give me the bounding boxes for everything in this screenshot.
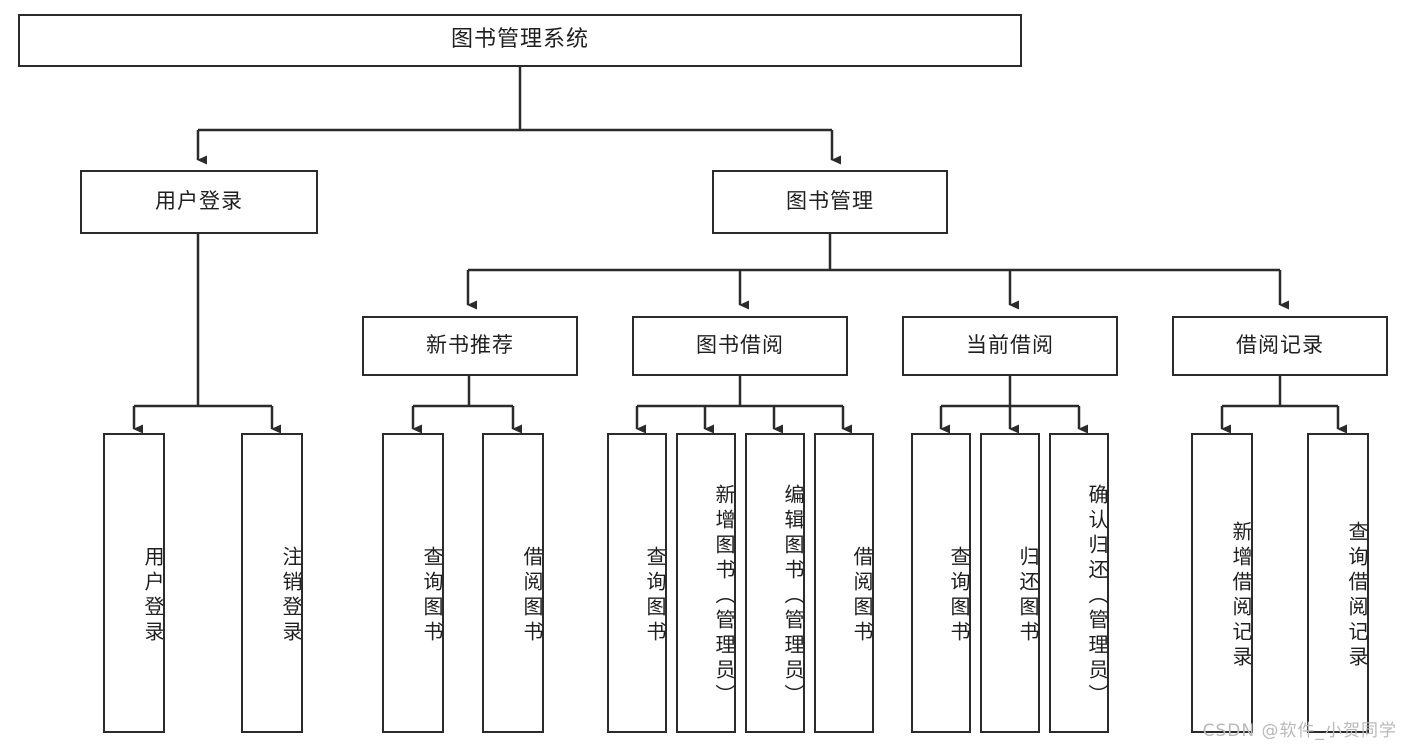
leaf-current-borrow-confirm-return-admin[interactable]: 确认归还（管理员） bbox=[1049, 433, 1109, 733]
node-label: 查询图书 bbox=[420, 546, 444, 646]
node-label: 借阅图书 bbox=[520, 546, 544, 646]
node-label: 图书借阅 bbox=[696, 333, 784, 358]
node-borrow-records[interactable]: 借阅记录 bbox=[1172, 316, 1388, 376]
node-root-book-management-system[interactable]: 图书管理系统 bbox=[18, 14, 1022, 67]
node-label: 查询图书 bbox=[947, 546, 971, 646]
leaf-book-borrow-add-book-admin[interactable]: 新增图书（管理员） bbox=[676, 433, 736, 733]
leaf-user-login-login[interactable]: 用户登录 bbox=[103, 433, 165, 733]
leaf-current-borrow-return[interactable]: 归还图书 bbox=[980, 433, 1040, 733]
node-label: 用户登录 bbox=[155, 189, 243, 214]
leaf-new-book-query[interactable]: 查询图书 bbox=[382, 433, 444, 733]
node-user-login[interactable]: 用户登录 bbox=[80, 170, 318, 234]
leaf-current-borrow-query[interactable]: 查询图书 bbox=[911, 433, 971, 733]
node-label: 借阅记录 bbox=[1236, 333, 1324, 358]
node-label: 用户登录 bbox=[141, 546, 165, 646]
node-label: 查询借阅记录 bbox=[1345, 521, 1369, 671]
node-label: 借阅图书 bbox=[850, 546, 874, 646]
node-label: 新增图书（管理员） bbox=[712, 483, 736, 709]
node-label: 新增借阅记录 bbox=[1229, 521, 1253, 671]
node-current-borrow[interactable]: 当前借阅 bbox=[902, 316, 1118, 376]
node-label: 编辑图书（管理员） bbox=[781, 483, 805, 709]
node-label: 确认归还（管理员） bbox=[1085, 483, 1109, 709]
node-label: 图书管理系统 bbox=[450, 27, 589, 53]
node-label: 注销登录 bbox=[279, 546, 303, 646]
leaf-borrow-records-add[interactable]: 新增借阅记录 bbox=[1191, 433, 1253, 733]
node-new-book-recommend[interactable]: 新书推荐 bbox=[362, 316, 578, 376]
node-label: 归还图书 bbox=[1016, 546, 1040, 646]
leaf-user-login-logout[interactable]: 注销登录 bbox=[241, 433, 303, 733]
node-label: 当前借阅 bbox=[966, 333, 1054, 358]
node-label: 新书推荐 bbox=[426, 333, 514, 358]
node-label: 查询图书 bbox=[643, 546, 667, 646]
leaf-book-borrow-edit-book-admin[interactable]: 编辑图书（管理员） bbox=[745, 433, 805, 733]
leaf-book-borrow-query[interactable]: 查询图书 bbox=[607, 433, 667, 733]
node-label: 图书管理 bbox=[786, 189, 874, 214]
leaf-new-book-borrow[interactable]: 借阅图书 bbox=[482, 433, 544, 733]
csdn-watermark: CSDN @软件_小贺同学 bbox=[1202, 721, 1397, 741]
leaf-borrow-records-query[interactable]: 查询借阅记录 bbox=[1307, 433, 1369, 733]
node-book-management[interactable]: 图书管理 bbox=[712, 170, 948, 234]
node-book-borrow[interactable]: 图书借阅 bbox=[632, 316, 848, 376]
leaf-book-borrow-borrow[interactable]: 借阅图书 bbox=[814, 433, 874, 733]
